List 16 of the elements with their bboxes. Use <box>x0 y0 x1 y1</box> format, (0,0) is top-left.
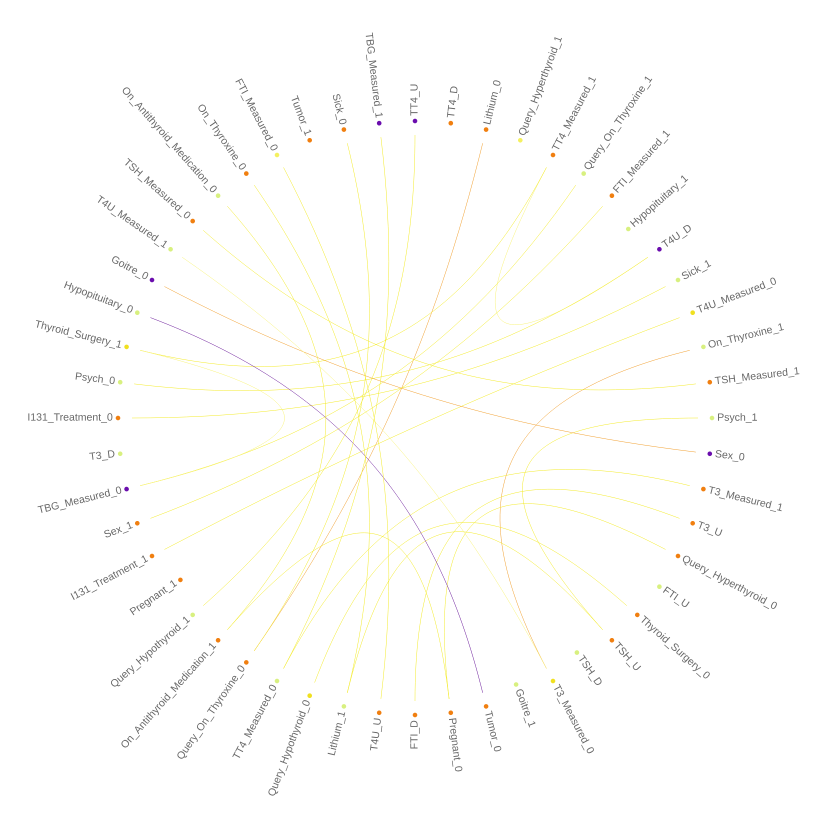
node-label: T3_U <box>699 520 722 536</box>
node-label: Tumor_0 <box>485 710 502 752</box>
node-label: Pregnant_0 <box>448 718 462 772</box>
node-label: TT4_D <box>446 86 459 118</box>
node-label: T3_D <box>89 450 114 461</box>
node-label: TT4_U <box>410 84 420 116</box>
node-label: TBG_Measured_1 <box>366 32 383 118</box>
node-label: TSH_Measured_1 <box>714 367 800 384</box>
node-label: Sex_0 <box>715 450 744 462</box>
node-label: FTI_D <box>410 720 420 748</box>
node-label: Psych_1 <box>718 413 757 423</box>
node-label: I131_Treatment_0 <box>28 413 112 423</box>
node-label: Psych_0 <box>76 372 115 386</box>
node-label: Sick_0 <box>333 94 346 124</box>
node-label: T4U_U <box>370 718 382 750</box>
node-label: Sex_1 <box>104 522 133 538</box>
